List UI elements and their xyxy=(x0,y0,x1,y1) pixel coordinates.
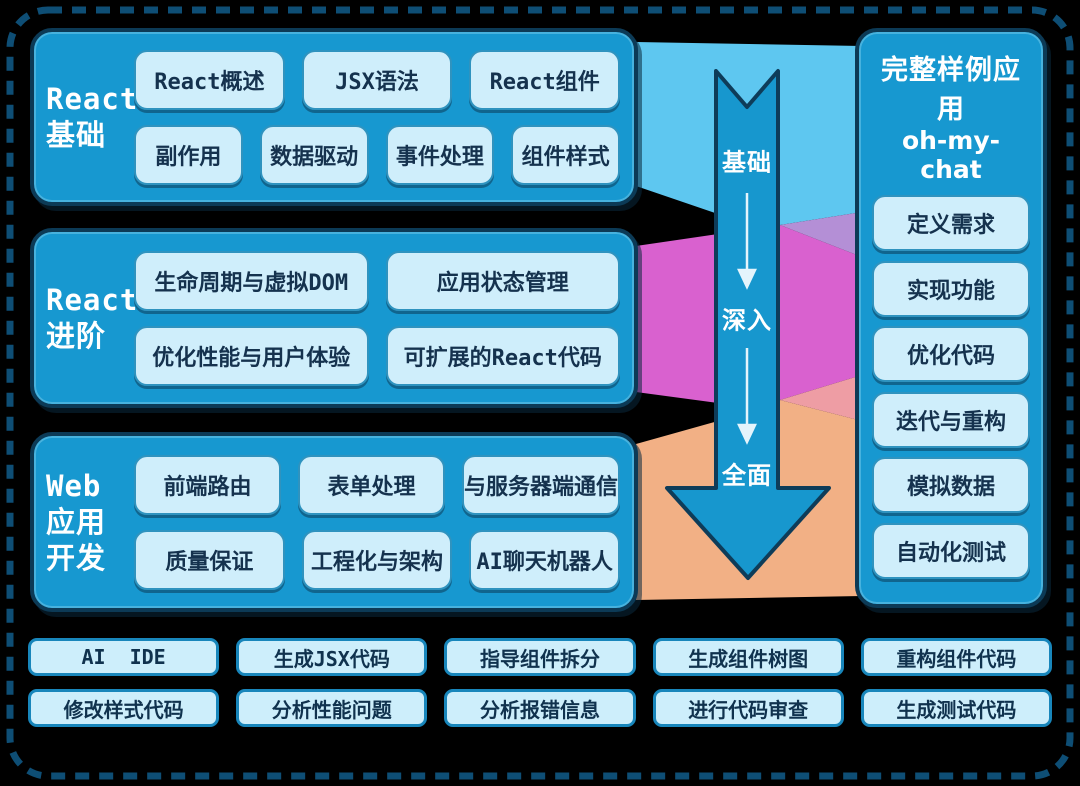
topic-chip: React概述 xyxy=(134,49,285,110)
task-chip: 修改样式代码 xyxy=(28,689,220,727)
dashed-frame-border xyxy=(6,6,1074,780)
topic-chip: 数据驱动 xyxy=(259,124,369,185)
task-chip: 生成测试代码 xyxy=(860,689,1052,727)
topic-chip: AI聊天机器人 xyxy=(469,529,621,590)
topic-chip: 应用状态管理 xyxy=(385,250,620,311)
stage-label-deep: 深入 xyxy=(722,306,772,335)
panel-label-line: 开发 xyxy=(46,541,107,576)
step-chip: 定义需求 xyxy=(872,195,1030,252)
step-chip: 优化代码 xyxy=(872,326,1030,383)
topic-chip: 组件样式 xyxy=(511,124,620,185)
task-chip: AI IDE xyxy=(28,638,220,676)
task-chip: 分析报错信息 xyxy=(444,689,636,727)
sample-app-title-line1: 完整样例应用 xyxy=(881,55,1021,125)
step-chip: 模拟数据 xyxy=(872,457,1030,514)
topic-chip: 事件处理 xyxy=(385,124,495,185)
panel-label-line: 基础 xyxy=(46,118,107,152)
task-chip: 分析性能问题 xyxy=(236,689,428,727)
panel-label-line: 应用 xyxy=(46,504,107,539)
chip-row: 生命周期与虚拟DOM 应用状态管理 xyxy=(134,250,620,311)
step-chip: 迭代与重构 xyxy=(872,391,1030,448)
topic-chip: React组件 xyxy=(469,49,621,110)
step-chip: 实现功能 xyxy=(872,260,1030,317)
topic-chip: 副作用 xyxy=(134,124,243,185)
topic-chip: 质量保证 xyxy=(134,529,285,590)
chip-row: 副作用数据驱动事件处理组件样式 xyxy=(134,124,620,185)
stage-label-full: 全面 xyxy=(722,461,772,490)
chip-row: 质量保证工程化与架构 AI聊天机器人 xyxy=(134,529,621,590)
band-overlap-pink xyxy=(780,375,862,421)
panel-label-line: 进阶 xyxy=(46,319,107,353)
flow-arrow xyxy=(665,69,831,580)
stage-label-basics: 基础 xyxy=(722,148,772,177)
mini-arrow-deep-to-full xyxy=(737,348,757,445)
topic-chip: 可扩展的React代码 xyxy=(385,325,620,386)
topic-chip: JSX语法 xyxy=(301,49,453,110)
topic-chip: 前端路由 xyxy=(134,454,281,515)
task-chip: 重构组件代码 xyxy=(860,638,1052,676)
task-chip: 生成JSX代码 xyxy=(236,638,428,676)
topic-chip: 优化性能与用户体验 xyxy=(134,325,369,386)
ai-task-grid: AI IDE 生成JSX代码指导组件拆分生成组件树图重构组件代码修改样式代码分析性… xyxy=(28,638,1052,727)
step-chip: 自动化测试 xyxy=(872,522,1030,579)
panel-label-line: React xyxy=(46,81,139,116)
panel-react-advanced-chips: 生命周期与虚拟DOM 应用状态管理 优化性能与用户体验可扩展的React代码 xyxy=(134,250,620,386)
topic-chip: 与服务器端通信 xyxy=(462,454,621,515)
chip-row: 前端路由表单处理与服务器端通信 xyxy=(134,454,621,515)
panel-react-basics-chips: React概述 JSX语法 React组件 副作用数据驱动事件处理组件样式 xyxy=(134,49,621,185)
task-chip: 指导组件拆分 xyxy=(444,638,636,676)
chip-row: React概述 JSX语法 React组件 xyxy=(134,49,621,110)
sample-app-steps: 定义需求实现功能优化代码迭代与重构模拟数据自动化测试 xyxy=(872,186,1030,588)
mini-arrow-basics-to-deep xyxy=(737,193,757,290)
sample-app-title: 完整样例应用 oh-my-chat xyxy=(872,48,1030,184)
panel-label-line: React xyxy=(46,282,139,317)
topic-chip: 表单处理 xyxy=(298,454,445,515)
task-chip: 生成组件树图 xyxy=(652,638,844,676)
band-overlap-lavender xyxy=(780,212,862,257)
panel-label-line: Web xyxy=(46,468,102,503)
chip-row: 优化性能与用户体验可扩展的React代码 xyxy=(134,325,620,386)
panel-sample-app: 完整样例应用 oh-my-chat 定义需求实现功能优化代码迭代与重构模拟数据自… xyxy=(855,28,1047,608)
task-chip: 进行代码审查 xyxy=(652,689,844,727)
topic-chip: 工程化与架构 xyxy=(301,529,453,590)
topic-chip: 生命周期与虚拟DOM xyxy=(134,250,369,311)
panel-web-app-dev-chips: 前端路由表单处理与服务器端通信 质量保证工程化与架构 AI聊天机器人 xyxy=(134,454,621,590)
sample-app-title-line2: oh-my-chat xyxy=(901,126,1001,184)
